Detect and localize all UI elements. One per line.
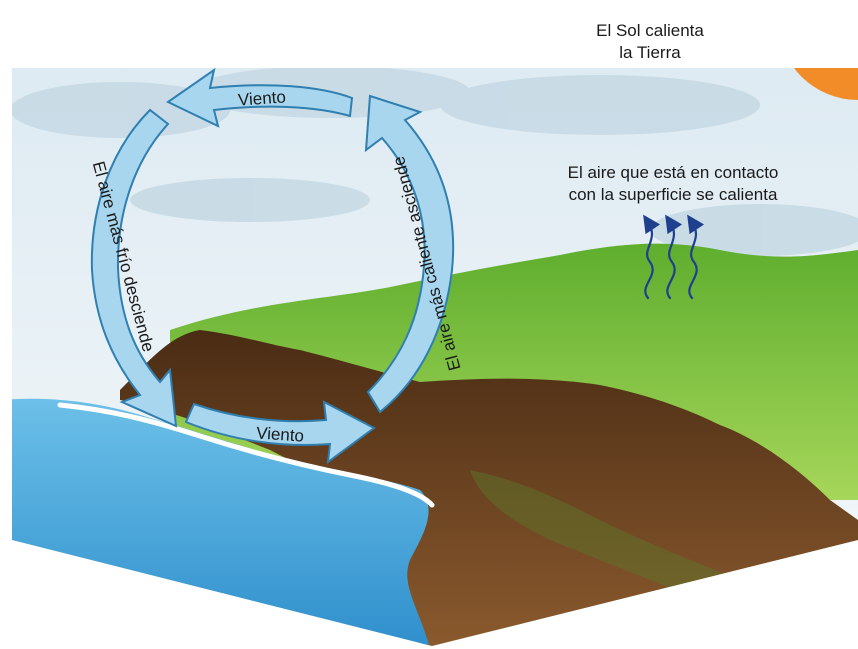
wind-bottom-label: Viento <box>256 423 305 445</box>
heat-wave-arrow-icon <box>665 214 683 300</box>
wind-top-label: Viento <box>237 87 286 109</box>
foam <box>57 402 435 508</box>
warm-air-caption: El aire que está en contacto con la supe… <box>528 162 818 206</box>
heat-waves <box>643 214 705 300</box>
wind-arrow-icon <box>364 94 455 414</box>
wind-arrow-icon <box>90 108 178 428</box>
wind-arrow-icon <box>166 67 354 128</box>
heat-wave-arrow-icon <box>643 214 661 300</box>
cliff <box>120 330 858 646</box>
sun-caption-line2: la Tierra <box>619 43 681 62</box>
sun-caption: El Sol calienta la Tierra <box>590 20 710 64</box>
warm-air-caption-line1: El aire que está en contacto <box>567 163 779 182</box>
cliff-shading <box>470 470 740 600</box>
wind-arrow-icon <box>184 400 376 465</box>
heat-wave-arrow-icon <box>687 214 705 300</box>
warm-air-caption-line2: con la superficie se calienta <box>568 185 778 204</box>
sun-caption-line1: El Sol calienta <box>596 21 704 40</box>
